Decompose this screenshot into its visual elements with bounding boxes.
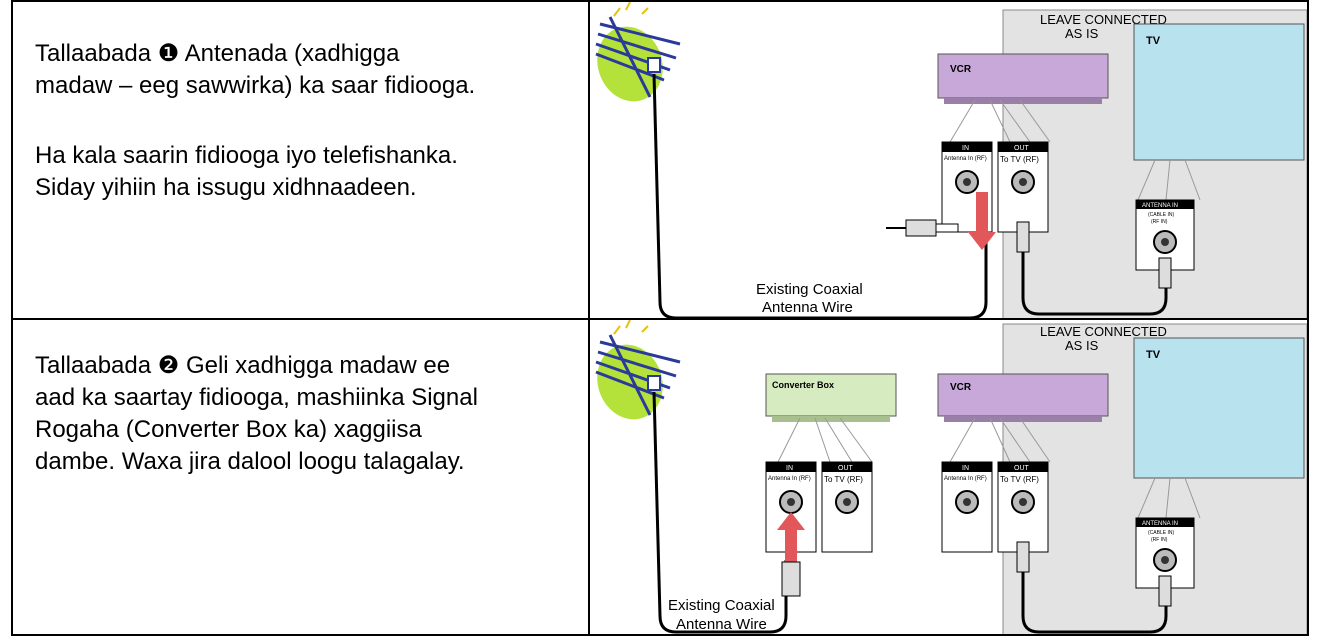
antenna-wire [652,391,788,634]
svg-text:(CABLE IN): (CABLE IN) [1148,530,1174,536]
vcr-out-port: OUT To TV (RF) [997,141,1049,233]
converter-box-device: Converter Box [765,373,897,422]
svg-text:(CABLE IN): (CABLE IN) [1148,212,1174,218]
svg-text:VCR: VCR [950,64,972,75]
svg-text:IN: IN [962,145,969,152]
step-2-wiring-diagram: LEAVE CONNECTED AS IS Converter Box IN [595,320,1307,634]
svg-text:(RF IN): (RF IN) [1151,537,1168,543]
step-2-text-cell: Tallaabada ❷ Geli xadhigga madaw ee aad … [11,318,590,636]
step-1-figure-cell: LEAVE CONNECTED AS IS VCR IN Ante [588,0,1309,320]
svg-text:ANTENNA IN: ANTENNA IN [1142,521,1178,527]
svg-text:To TV (RF): To TV (RF) [824,475,863,484]
step-2-figure-cell: LEAVE CONNECTED AS IS Converter Box IN [588,318,1309,636]
antenna-icon [595,2,681,102]
antenna-wire [652,73,988,318]
step-1-note-line-1: Ha kala saarin fidiooga iyo telefishanka… [35,142,458,169]
step-1-line-1: Tallaabada ❶ Antenada (xadhigga [35,40,400,67]
antenna-icon [595,320,681,420]
step-1-line-2: madaw – eeg sawwirka) ka saar fidiooga. [35,72,476,99]
svg-text:OUT: OUT [1014,465,1030,472]
vcr-device: VCR [937,53,1109,104]
disconnected-plug [886,219,959,237]
svg-text:(RF IN): (RF IN) [1151,219,1168,225]
red-arrow-down [968,192,996,250]
svg-text:IN: IN [962,465,969,472]
svg-text:OUT: OUT [838,465,854,472]
tv-device: TV [1133,337,1305,479]
step-1-note-line-2: Siday yihiin ha issugu xidhnaadeen. [35,174,417,201]
as-is-label: AS IS [1065,338,1099,353]
svg-text:IN: IN [786,465,793,472]
wire-caption-line-2: Antenna Wire [676,616,767,633]
step-2-line-1: Tallaabada ❷ Geli xadhigga madaw ee [35,352,451,379]
wire-caption-line-1: Existing Coaxial [668,597,775,614]
svg-text:To TV (RF): To TV (RF) [1000,155,1039,164]
step-1-wiring-diagram: LEAVE CONNECTED AS IS VCR IN Ante [595,2,1307,318]
converter-out-port: OUT To TV (RF) [821,461,873,553]
red-arrow-up [777,512,805,562]
step-1-text-cell: Tallaabada ❶ Antenada (xadhigga madaw – … [11,0,590,320]
svg-text:VCR: VCR [950,382,972,393]
vcr-device: VCR [937,373,1109,422]
as-is-label: AS IS [1065,26,1099,41]
svg-text:ANTENNA IN: ANTENNA IN [1142,203,1178,209]
coax-plug [781,561,801,597]
vcr-out-port: OUT To TV (RF) [997,461,1049,553]
svg-text:Antenna In (RF): Antenna In (RF) [944,156,987,162]
step-2-line-2: aad ka saartay fidiooga, mashiinka Signa… [35,384,478,411]
step-2-line-4: dambe. Waxa jira dalool loogu talagalay. [35,448,465,475]
svg-text:To TV (RF): To TV (RF) [1000,475,1039,484]
leave-connected-label: LEAVE CONNECTED [1040,12,1167,27]
svg-text:Converter Box: Converter Box [772,380,834,390]
tv-device: TV [1133,23,1305,161]
svg-text:OUT: OUT [1014,145,1030,152]
svg-text:Antenna In (RF): Antenna In (RF) [944,476,987,482]
svg-text:TV: TV [1146,349,1161,361]
vcr-in-port: IN Antenna In (RF) [941,461,993,553]
svg-text:Antenna In (RF): Antenna In (RF) [768,476,811,482]
leave-connected-label: LEAVE CONNECTED [1040,324,1167,339]
svg-text:TV: TV [1146,35,1161,47]
step-2-line-3: Rogaha (Converter Box ka) xaggiisa [35,416,422,443]
wire-caption-line-2: Antenna Wire [762,299,853,316]
wire-caption-line-1: Existing Coaxial [756,281,863,298]
